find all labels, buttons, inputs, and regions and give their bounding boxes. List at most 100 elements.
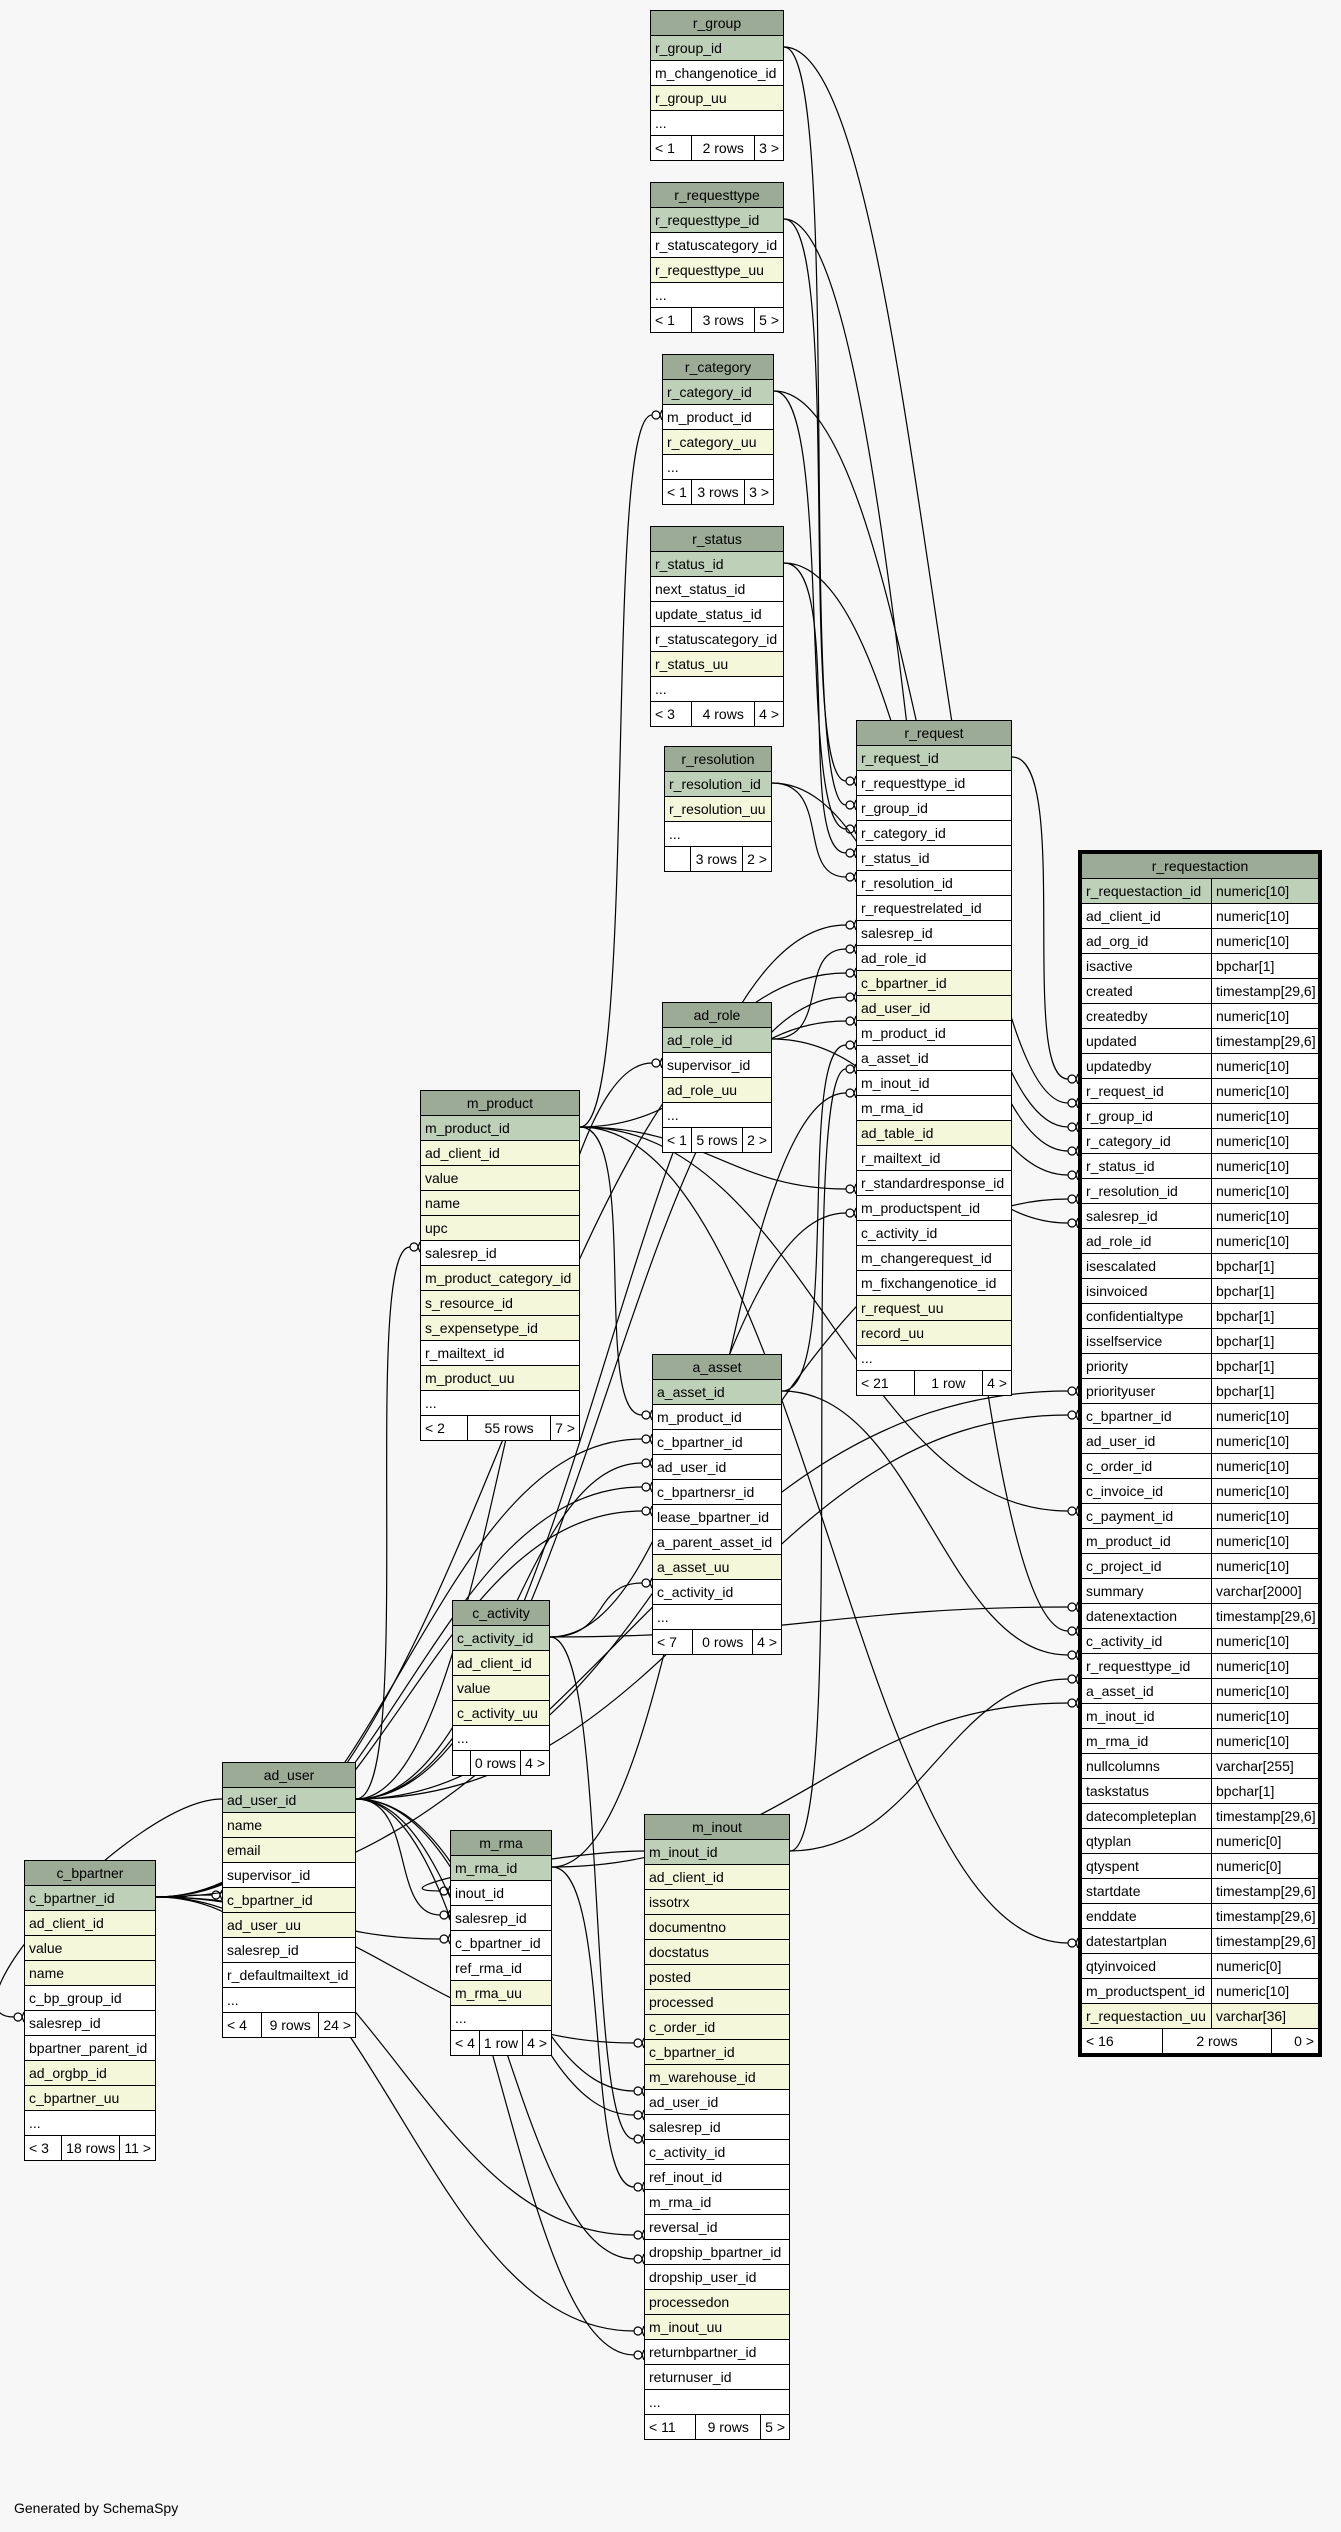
column-row[interactable]: r_category_id bbox=[857, 821, 1011, 846]
column-row[interactable]: c_bp_group_id bbox=[25, 1986, 155, 2011]
footer-children[interactable]: 2 > bbox=[742, 1128, 771, 1152]
column-row[interactable]: m_product_category_id bbox=[421, 1266, 579, 1291]
column-row[interactable]: c_bpartner_id bbox=[653, 1430, 781, 1455]
footer-children[interactable]: 4 > bbox=[520, 1751, 549, 1775]
column-row[interactable]: r_resolution_id bbox=[665, 772, 771, 797]
column-row[interactable]: name bbox=[421, 1191, 579, 1216]
column-row[interactable]: m_product_id bbox=[857, 1021, 1011, 1046]
column-row[interactable]: email bbox=[223, 1838, 355, 1863]
column-row[interactable]: c_bpartnersr_id bbox=[653, 1480, 781, 1505]
column-row[interactable]: dropship_bpartner_id bbox=[645, 2240, 789, 2265]
column-row[interactable]: ad_role_id bbox=[857, 946, 1011, 971]
column-row[interactable]: r_resolution_uu bbox=[665, 797, 771, 822]
column-row[interactable]: r_status_id bbox=[651, 552, 783, 577]
column-row[interactable]: ad_role_uu bbox=[663, 1078, 771, 1103]
column-row[interactable]: salesrep_id bbox=[645, 2115, 789, 2140]
table-header[interactable]: r_resolution bbox=[665, 747, 771, 772]
column-row[interactable]: salesrep_id bbox=[451, 1906, 551, 1931]
column-row[interactable]: ... bbox=[665, 822, 771, 847]
column-row[interactable]: issotrx bbox=[645, 1890, 789, 1915]
footer-parents[interactable]: < 11 bbox=[649, 2419, 676, 2435]
column-row[interactable]: r_statuscategory_id bbox=[651, 627, 783, 652]
column-row[interactable]: r_request_uu bbox=[857, 1296, 1011, 1321]
column-row[interactable]: record_uu bbox=[857, 1321, 1011, 1346]
column-row[interactable]: c_order_id bbox=[645, 2015, 789, 2040]
column-row[interactable]: m_inout_id bbox=[857, 1071, 1011, 1096]
column-row[interactable]: ad_client_id bbox=[25, 1911, 155, 1936]
column-row[interactable]: c_activity_id bbox=[653, 1580, 781, 1605]
column-row[interactable]: ad_orgbp_id bbox=[25, 2061, 155, 2086]
column-row[interactable]: bpartner_parent_id bbox=[25, 2036, 155, 2061]
column-row[interactable]: s_resource_id bbox=[421, 1291, 579, 1316]
footer-children[interactable]: 0 > bbox=[1271, 2029, 1318, 2053]
footer-children[interactable]: 2 > bbox=[742, 847, 771, 871]
footer-parents[interactable]: < 21 bbox=[861, 1375, 889, 1391]
column-row[interactable]: m_inout_id bbox=[645, 1840, 789, 1865]
table-header[interactable]: m_rma bbox=[451, 1831, 551, 1856]
column-row[interactable]: salesrep_id bbox=[25, 2011, 155, 2036]
footer-parents[interactable]: < 2 bbox=[425, 1420, 445, 1436]
footer-parents[interactable]: < 7 bbox=[657, 1634, 677, 1650]
column-row[interactable]: c_activity_id bbox=[453, 1626, 549, 1651]
column-row[interactable]: r_mailtext_id bbox=[857, 1146, 1011, 1171]
column-row[interactable]: salesrep_id bbox=[857, 921, 1011, 946]
column-row[interactable]: r_category_uu bbox=[663, 430, 773, 455]
column-row[interactable]: name bbox=[25, 1961, 155, 1986]
column-row[interactable]: c_bpartner_id bbox=[451, 1931, 551, 1956]
column-row[interactable]: c_bpartner_id bbox=[857, 971, 1011, 996]
column-row[interactable]: supervisor_id bbox=[663, 1053, 771, 1078]
column-row[interactable]: salesrep_id bbox=[223, 1938, 355, 1963]
column-row[interactable]: ad_client_id bbox=[421, 1141, 579, 1166]
column-row[interactable]: m_warehouse_id bbox=[645, 2065, 789, 2090]
table-header[interactable]: r_group bbox=[651, 11, 783, 36]
footer-children[interactable]: 5 > bbox=[760, 2415, 789, 2439]
footer-children[interactable]: 4 > bbox=[982, 1371, 1011, 1395]
column-row[interactable]: ad_role_id bbox=[663, 1028, 771, 1053]
footer-parents[interactable]: < 1 bbox=[667, 484, 687, 500]
column-row[interactable]: ... bbox=[223, 1988, 355, 2013]
column-row[interactable]: m_fixchangenotice_id bbox=[857, 1271, 1011, 1296]
footer-parents[interactable] bbox=[453, 1751, 470, 1775]
column-row[interactable]: m_rma_id bbox=[645, 2190, 789, 2215]
footer-parents[interactable]: < 1 bbox=[655, 312, 675, 328]
column-row[interactable]: inout_id bbox=[451, 1881, 551, 1906]
column-row[interactable]: reversal_id bbox=[645, 2215, 789, 2240]
column-row[interactable]: name bbox=[223, 1813, 355, 1838]
column-row[interactable]: m_product_id bbox=[653, 1405, 781, 1430]
column-row[interactable]: value bbox=[421, 1166, 579, 1191]
column-row[interactable]: r_requesttype_id bbox=[651, 208, 783, 233]
column-row[interactable]: r_requestrelated_id bbox=[857, 896, 1011, 921]
column-row[interactable]: r_group_uu bbox=[651, 86, 783, 111]
column-row[interactable]: r_group_id bbox=[857, 796, 1011, 821]
column-row[interactable]: a_asset_id bbox=[653, 1380, 781, 1405]
column-row[interactable]: ad_user_id bbox=[653, 1455, 781, 1480]
column-row[interactable]: c_activity_uu bbox=[453, 1701, 549, 1726]
column-row[interactable]: r_status_id bbox=[857, 846, 1011, 871]
column-row[interactable]: r_requesttype_id bbox=[857, 771, 1011, 796]
column-row[interactable]: documentno bbox=[645, 1915, 789, 1940]
